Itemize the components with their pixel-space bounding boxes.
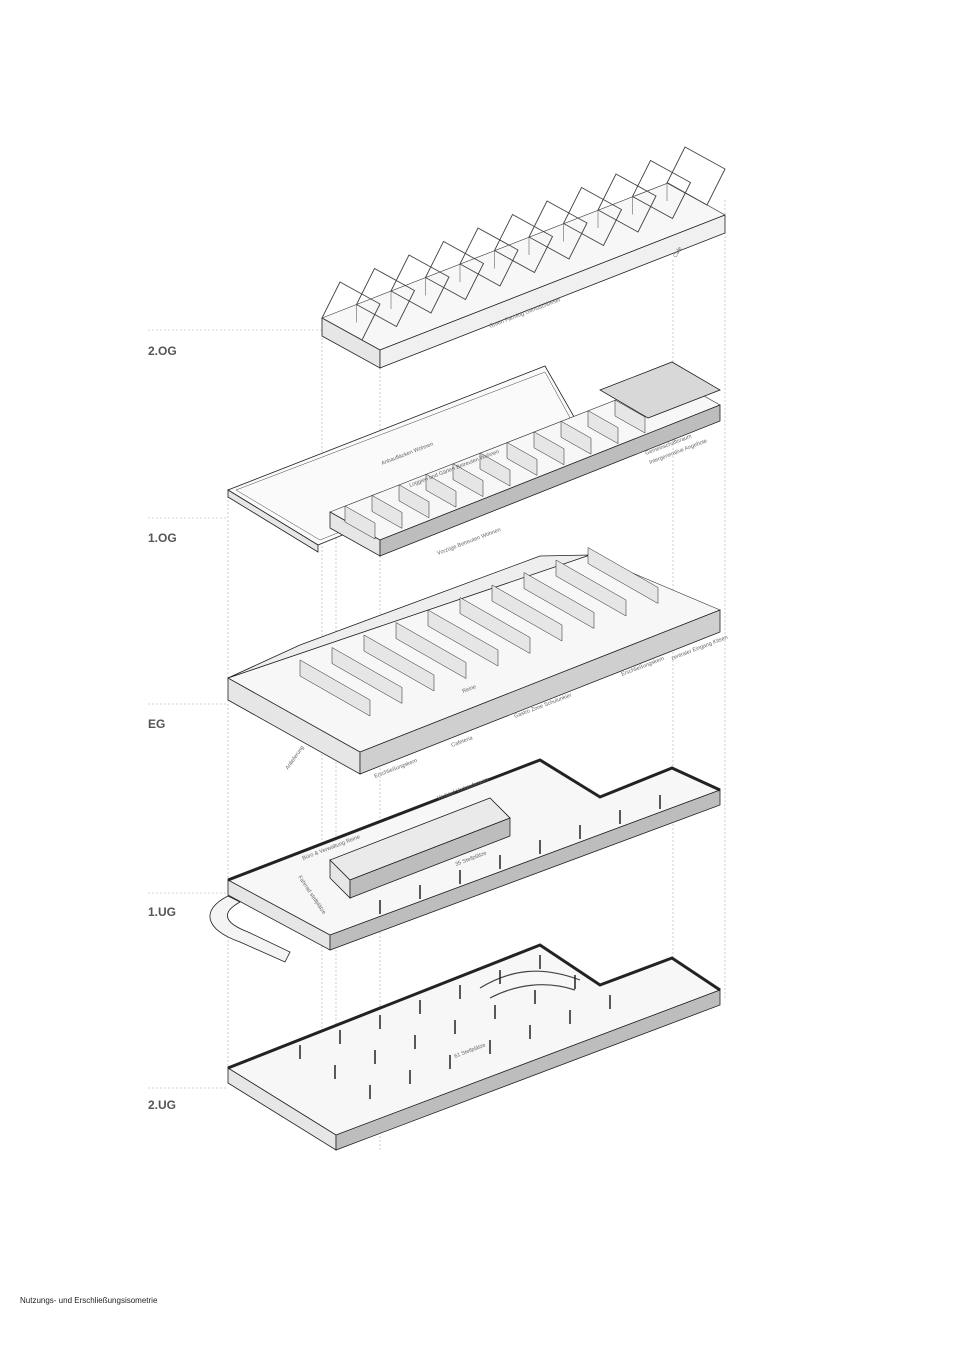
floor-1ug	[209, 758, 721, 963]
level-label-2og: 2.OG	[148, 344, 177, 358]
label-cafe: Cafe	[673, 246, 684, 259]
level-label-1ug: 1.UG	[148, 905, 176, 919]
level-label-2ug: 2.UG	[148, 1098, 176, 1112]
floor-1og	[227, 361, 721, 557]
label-anlieferung: Anlieferung	[285, 745, 306, 771]
level-label-eg: EG	[148, 717, 165, 731]
floor-eg	[227, 547, 721, 775]
floor-2ug	[227, 943, 721, 1151]
figure-caption: Nutzungs- und Erschließungsisometrie	[20, 1296, 158, 1305]
level-label-1og: 1.OG	[148, 531, 177, 545]
label-vorzuege-wohnen: Vorzüge Betreuten Wohnen	[437, 527, 502, 557]
level-lines	[148, 329, 322, 1089]
label-reine: Reine	[462, 684, 478, 695]
floor-2og-greenhouse	[321, 146, 726, 369]
